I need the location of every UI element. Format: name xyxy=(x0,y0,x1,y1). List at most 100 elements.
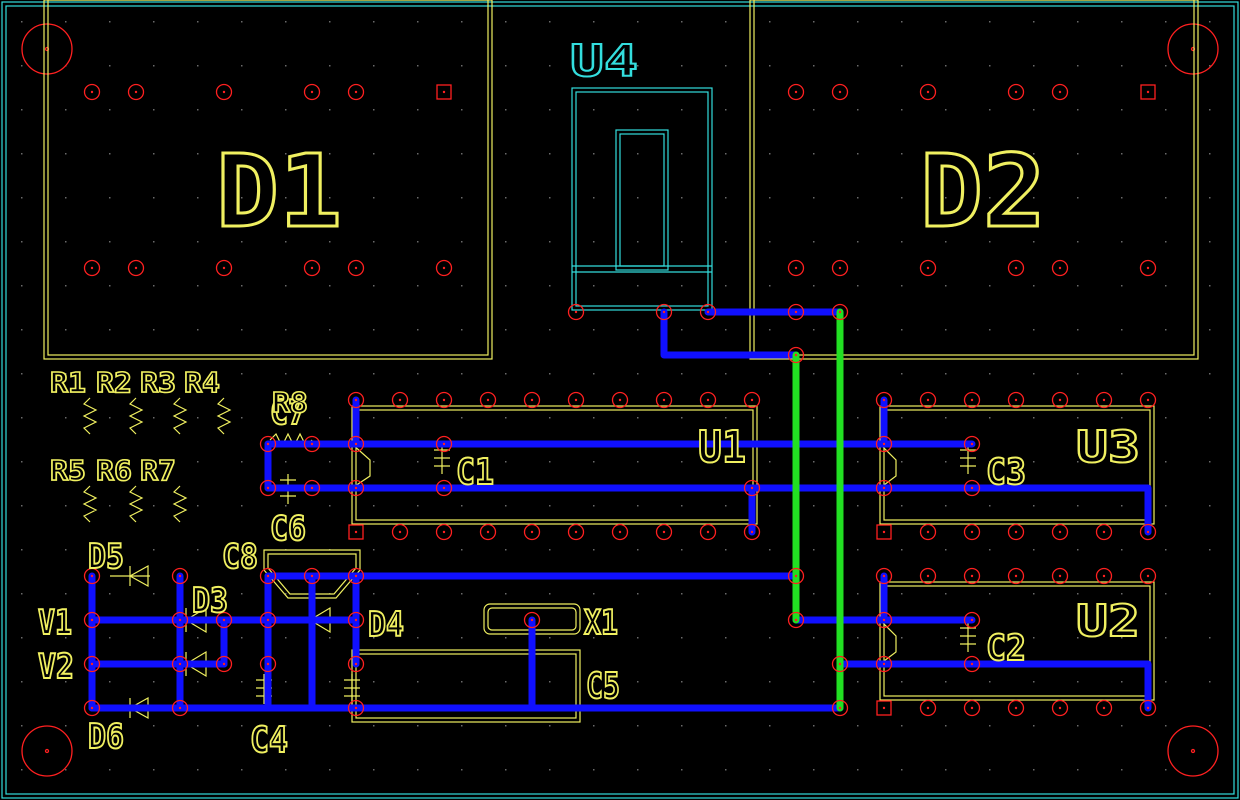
pad xyxy=(347,479,365,497)
pad xyxy=(303,567,321,585)
pad-center xyxy=(1146,266,1150,270)
pad xyxy=(1139,523,1157,541)
pad-center xyxy=(970,618,974,622)
pad xyxy=(963,655,981,673)
pad-center xyxy=(354,442,358,446)
label-r1: R1 xyxy=(50,366,86,399)
pad-center xyxy=(1102,574,1106,578)
pad-center xyxy=(90,266,94,270)
pad-center xyxy=(266,618,270,622)
pad-center xyxy=(970,706,974,710)
pad xyxy=(611,523,629,541)
pad xyxy=(347,611,365,629)
pad xyxy=(83,567,101,585)
pad xyxy=(347,259,365,277)
pad-center xyxy=(618,398,622,402)
pad xyxy=(919,391,937,409)
pad-center xyxy=(90,706,94,710)
pad-center xyxy=(354,706,358,710)
pad xyxy=(303,435,321,453)
pad-center xyxy=(662,310,666,314)
pad xyxy=(347,391,365,409)
pad xyxy=(699,391,717,409)
pad xyxy=(435,479,453,497)
pad-center xyxy=(1146,530,1150,534)
pad xyxy=(435,435,453,453)
pad-center xyxy=(442,90,446,94)
pad xyxy=(83,83,101,101)
pad xyxy=(876,700,892,716)
pad xyxy=(875,435,893,453)
pad-center xyxy=(442,398,446,402)
pad-center xyxy=(706,530,710,534)
pad-center xyxy=(354,662,358,666)
pad xyxy=(1007,567,1025,585)
label-u1: U1 xyxy=(698,422,746,473)
pad-center xyxy=(354,618,358,622)
pad xyxy=(1051,259,1069,277)
pad xyxy=(259,567,277,585)
pad-center xyxy=(882,706,886,710)
pad xyxy=(787,567,805,585)
pad xyxy=(435,391,453,409)
pad xyxy=(831,303,849,321)
pad xyxy=(259,435,277,453)
pad-center xyxy=(926,530,930,534)
pad xyxy=(963,611,981,629)
pad-center xyxy=(970,486,974,490)
label-v1: V1 xyxy=(38,603,72,643)
pad-center xyxy=(1102,530,1106,534)
pad-center xyxy=(1058,530,1062,534)
label-u4: U4 xyxy=(570,36,638,87)
pad xyxy=(875,479,893,497)
pad xyxy=(655,391,673,409)
pad xyxy=(259,655,277,673)
pad xyxy=(347,655,365,673)
pad xyxy=(215,655,233,673)
pad-center xyxy=(354,530,358,534)
label-c3: C3 xyxy=(986,452,1026,493)
pad-center xyxy=(926,266,930,270)
pad xyxy=(259,479,277,497)
pad-center xyxy=(222,662,226,666)
pad-center xyxy=(398,530,402,534)
pad xyxy=(567,303,585,321)
label-x1: X1 xyxy=(584,603,618,643)
pad xyxy=(963,699,981,717)
pad xyxy=(1139,391,1157,409)
pad xyxy=(831,655,849,673)
pad xyxy=(1095,699,1113,717)
pad-center xyxy=(398,398,402,402)
pad xyxy=(875,655,893,673)
pad-center xyxy=(926,574,930,578)
d2-outline xyxy=(749,0,1199,360)
pad xyxy=(479,391,497,409)
label-r6: R6 xyxy=(96,454,132,487)
d5-symbol xyxy=(110,564,150,588)
pad-center xyxy=(178,574,182,578)
pad-center xyxy=(970,398,974,402)
pad xyxy=(1095,567,1113,585)
pad-center xyxy=(706,398,710,402)
pad xyxy=(787,259,805,277)
pad-center xyxy=(178,662,182,666)
pad-center xyxy=(926,706,930,710)
pad-center xyxy=(178,706,182,710)
pad-center xyxy=(1058,90,1062,94)
pad xyxy=(259,611,277,629)
pad xyxy=(171,699,189,717)
pad-center xyxy=(706,310,710,314)
pad-center xyxy=(794,353,798,357)
pad xyxy=(1139,567,1157,585)
pads-layer xyxy=(83,83,1157,717)
pad-center xyxy=(794,310,798,314)
pad xyxy=(523,611,541,629)
pad-center xyxy=(134,90,138,94)
label-c6: C6 xyxy=(270,509,306,549)
pad-center xyxy=(794,574,798,578)
pad-center xyxy=(882,574,886,578)
label-v2: V2 xyxy=(38,647,74,687)
pad-center xyxy=(838,310,842,314)
pad xyxy=(655,303,673,321)
pad xyxy=(83,611,101,629)
